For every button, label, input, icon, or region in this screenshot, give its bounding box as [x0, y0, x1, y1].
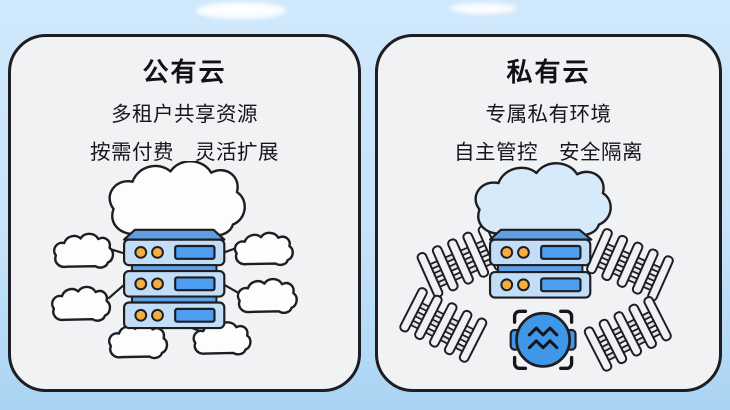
mini-cloud-icon: [52, 233, 114, 269]
background-cloud-icon: [450, 3, 516, 14]
cloud-icon: [107, 161, 246, 238]
private-cloud-feature-line-1: 专属私有环境: [485, 103, 612, 126]
mini-cloud-icon: [233, 232, 293, 266]
mini-cloud-icon: [50, 286, 111, 322]
private-cloud-card: 私有云 专属私有环境 自主管控 安全隔离: [375, 34, 722, 392]
security-seal-icon: [509, 309, 577, 371]
private-cloud-title: 私有云: [506, 57, 591, 87]
mini-cloud-icon: [236, 278, 297, 314]
public-cloud-feature-line-1: 多租户共享资源: [111, 103, 258, 126]
public-cloud-card: 公有云 多租户共享资源 按需付费 灵活扩展: [8, 34, 361, 392]
private-cloud-feature-line-2: 自主管控 安全隔离: [454, 141, 643, 164]
server-stack-icon: [122, 228, 225, 330]
background-cloud-icon: [196, 2, 286, 19]
mini-cloud-icon: [107, 323, 168, 359]
public-cloud-feature-line-2: 按需付费 灵活扩展: [90, 141, 279, 164]
private-cloud-illustration: [397, 161, 675, 374]
scan-frame-icon: [512, 309, 573, 371]
public-cloud-title: 公有云: [142, 57, 227, 87]
cloud-icon: [473, 161, 612, 237]
public-cloud-illustration: [50, 161, 297, 359]
server-stack-icon: [488, 228, 592, 299]
